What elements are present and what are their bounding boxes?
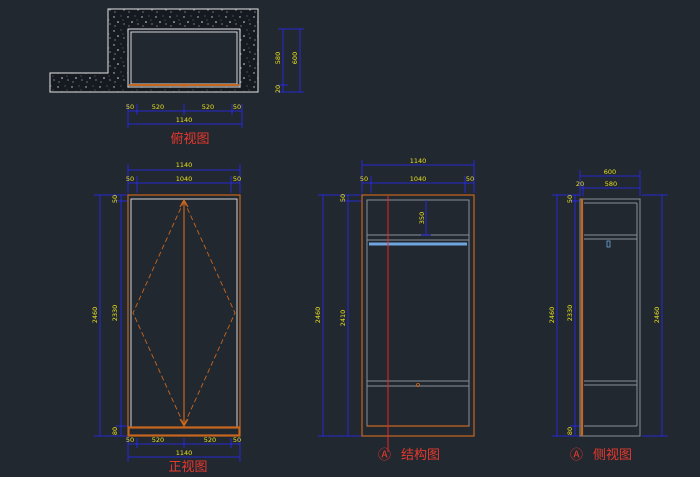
front-view: 1140 50 1040 50 2460 2330 50 80 50 5 — [91, 161, 241, 475]
structure-view: 1140 50 1040 50 2460 2410 50 350 Ⓐ 结构图 — [314, 157, 475, 463]
front-dim-bot-50b: 50 — [233, 436, 241, 444]
side-dim-2460-right: 2460 — [653, 307, 661, 324]
side-dim-20: 20 — [576, 180, 584, 188]
struct-inner — [366, 199, 470, 427]
front-plinth — [128, 427, 240, 436]
struct-dim-2410: 2410 — [339, 310, 347, 327]
side-cabinet-outline — [579, 198, 641, 437]
front-dim-bot-1140: 1140 — [176, 449, 193, 457]
side-dim-580: 580 — [605, 180, 617, 188]
front-dim-1140-top: 1140 — [176, 161, 193, 169]
front-view-title: 正视图 — [168, 460, 207, 475]
struct-marker: Ⓐ — [378, 448, 391, 463]
front-dim-50a: 50 — [126, 175, 134, 183]
struct-cabinet-outline — [361, 194, 475, 437]
dim-600: 600 — [291, 52, 299, 64]
struct-dim-2460: 2460 — [314, 307, 322, 324]
front-dim-bot-520a: 520 — [152, 436, 164, 444]
side-view: 600 20 580 2460 2330 50 80 2460 Ⓐ 侧视图 — [548, 168, 668, 463]
front-cabinet-outline — [127, 194, 241, 437]
front-dim-bot-50a: 50 — [126, 436, 134, 444]
side-dim-2460: 2460 — [548, 307, 556, 324]
struct-dim-50b: 50 — [466, 175, 474, 183]
struct-dim-1140: 1140 — [410, 157, 427, 165]
dim-580: 580 — [274, 52, 282, 64]
front-dim-2330: 2330 — [111, 305, 119, 322]
side-rod-section — [606, 240, 611, 248]
dim-20: 20 — [274, 85, 282, 93]
drawer-knob — [415, 382, 420, 387]
side-dim-50: 50 — [566, 195, 574, 203]
dim-1140: 1140 — [176, 116, 193, 124]
top-view: 580 600 20 50 520 520 50 1140 俯视图 — [49, 8, 304, 147]
struct-dim-1040: 1040 — [410, 175, 427, 183]
cabinet-plan — [127, 28, 241, 88]
dim-520-right: 520 — [202, 103, 214, 111]
side-marker: Ⓐ — [570, 448, 583, 463]
dim-520-left: 520 — [152, 103, 164, 111]
front-dim-bot-520b: 520 — [204, 436, 216, 444]
dim-50-left: 50 — [126, 103, 134, 111]
side-dim-2330: 2330 — [566, 305, 574, 322]
top-view-title: 俯视图 — [170, 131, 209, 147]
struct-dim-350: 350 — [418, 212, 426, 224]
struct-dim-50a: 50 — [360, 175, 368, 183]
front-dim-50: 50 — [111, 195, 119, 203]
front-dim-2460: 2460 — [91, 307, 99, 324]
arrow-bottom — [179, 418, 189, 428]
arrow-top — [179, 198, 189, 208]
front-dim-50b: 50 — [233, 175, 241, 183]
side-dim-600: 600 — [604, 168, 616, 176]
front-dim-1040: 1040 — [176, 175, 193, 183]
door-swing-lines — [132, 200, 236, 426]
struct-title: 结构图 — [401, 448, 440, 463]
dim-50-right: 50 — [233, 103, 241, 111]
side-dim-80: 80 — [566, 427, 574, 435]
front-dim-80: 80 — [111, 427, 119, 435]
side-title: 侧视图 — [593, 448, 632, 463]
struct-dim-50: 50 — [339, 194, 347, 202]
